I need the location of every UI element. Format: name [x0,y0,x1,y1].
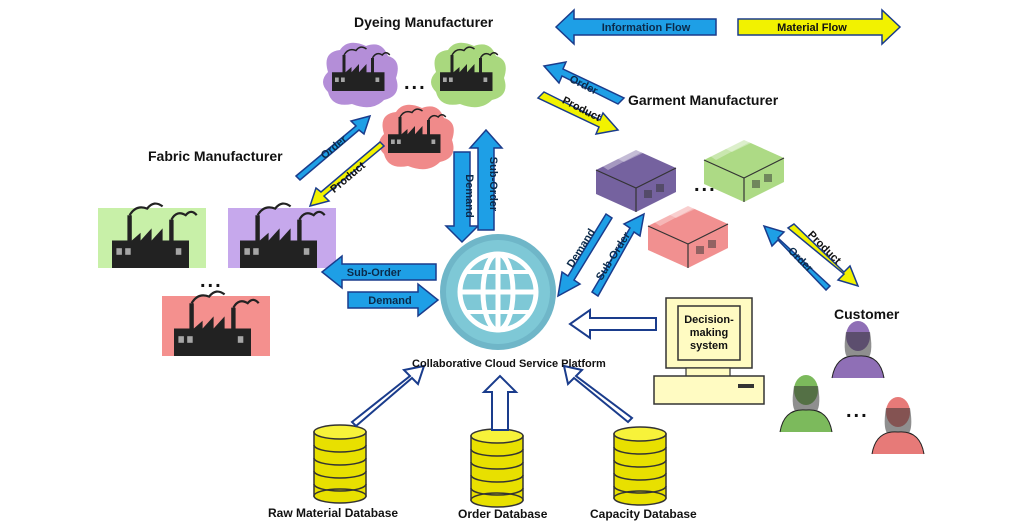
fabric-platform-demand-label: Demand [368,295,411,307]
fabric-factory-purple [228,202,336,270]
customer-ellipsis: ... [846,400,869,422]
dyeing-fabric-product-label: Product [328,160,368,196]
customer-purple [831,320,885,379]
dyeing-platform-demand-label: Demand [463,174,475,217]
fabric-manufacturer-label: Fabric Manufacturer [148,148,283,164]
legend-material-flow: Material Flow [737,8,902,46]
fabric-factory-red [162,290,270,358]
raw-material-database-icon [313,424,367,504]
dyeing-factory-red [379,104,454,170]
platform-dyeing-suborder-label: Sub-Order [487,157,499,212]
garment-ellipsis: ... [694,174,717,196]
fabric-ellipsis: ... [200,270,223,292]
dyeing-factory-purple [323,42,398,108]
dyeing-manufacturer-label: Dyeing Manufacturer [354,14,494,30]
platform-fabric-suborder-label: Sub-Order [347,267,402,279]
computer-to-platform-arrow [568,308,657,340]
cloud-platform-globe [440,234,556,350]
capacity-db-to-platform-arrow [562,364,634,424]
order-database-label: Order Database [458,507,548,521]
garment-building-purple [595,141,677,213]
decision-making-system-label: Decision- making system [684,314,734,352]
garment-manufacturer-label: Garment Manufacturer [628,92,779,108]
dyeing-platform-demand-arrow: Demand [444,151,480,244]
dyeing-factory-green [431,42,506,108]
customer-red [871,396,925,455]
platform-dyeing-suborder-arrow: Sub-Order [468,128,504,231]
order-db-to-platform-arrow [481,374,519,431]
garment-building-red [647,197,729,269]
capacity-database-icon [613,426,667,506]
legend-information-flow: Information Flow [554,8,717,46]
fabric-platform-demand-arrow: Demand [347,282,440,318]
garment-dyeing-order-label: Order [567,73,600,98]
legend-material-flow-label: Material Flow [777,22,847,34]
customer-label: Customer [834,306,900,322]
fabric-factory-green [98,202,206,270]
order-database-icon [470,428,524,508]
platform-fabric-suborder-arrow: Sub-Order [320,254,437,290]
raw-material-database-label: Raw Material Database [268,506,399,520]
platform-label: Collaborative Cloud Service Platform [412,358,606,370]
capacity-database-label: Capacity Database [590,507,697,521]
dyeing-ellipsis: ... [404,72,427,94]
customer-green [779,374,833,433]
legend-information-flow-label: Information Flow [602,22,691,34]
computer-icon [653,297,765,405]
raw-db-to-platform-arrow [350,364,426,428]
